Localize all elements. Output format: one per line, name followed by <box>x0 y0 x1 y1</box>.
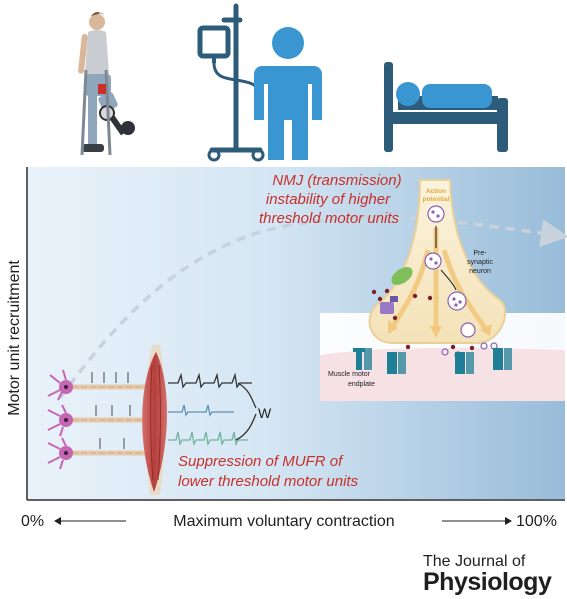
journal-logo-line1: The Journal of <box>423 553 526 570</box>
summation-symbol: W <box>258 405 272 421</box>
action-potential-label-1: Action <box>426 188 446 195</box>
amputee-with-crutches-icon <box>78 12 135 156</box>
nmj-annotation-line3: threshold motor units <box>259 210 400 227</box>
mufr-annotation-line2: lower threshold motor units <box>178 473 359 490</box>
x-axis-max-label: 100% <box>516 513 557 530</box>
presynaptic-label-1: Pre- <box>473 250 487 257</box>
emg-traces <box>168 372 257 447</box>
motor-neurons-group <box>47 369 150 470</box>
x-axis-title: Maximum voluntary contraction <box>173 513 394 530</box>
patient-in-bed-icon <box>384 62 508 152</box>
recruitment-curve <box>58 215 567 400</box>
endplate-label-2: endplate <box>348 381 375 388</box>
presynaptic-label-3: neuron <box>469 268 491 275</box>
nmj-synapse-group: Action potential Pre- synaptic neuron Mu… <box>320 179 565 401</box>
x-axis-min-label: 0% <box>21 513 44 530</box>
muscle-endplate <box>320 347 565 401</box>
presynaptic-label-2: synaptic <box>467 259 493 266</box>
y-axis-label: Motor unit recruitment <box>6 260 23 416</box>
mufr-annotation-line1: Suppression of MUFR of <box>178 453 344 470</box>
muscle-icon <box>142 345 167 495</box>
action-potential-label-2: potential <box>422 196 449 203</box>
nmj-annotation-line2: instability of higher <box>266 191 391 208</box>
journal-logo-line2: Physiology <box>423 568 552 596</box>
patient-with-iv-drip-icon <box>197 3 322 162</box>
endplate-label-1: Muscle motor <box>328 371 371 378</box>
nmj-annotation-line1: NMJ (transmission) <box>272 172 401 189</box>
